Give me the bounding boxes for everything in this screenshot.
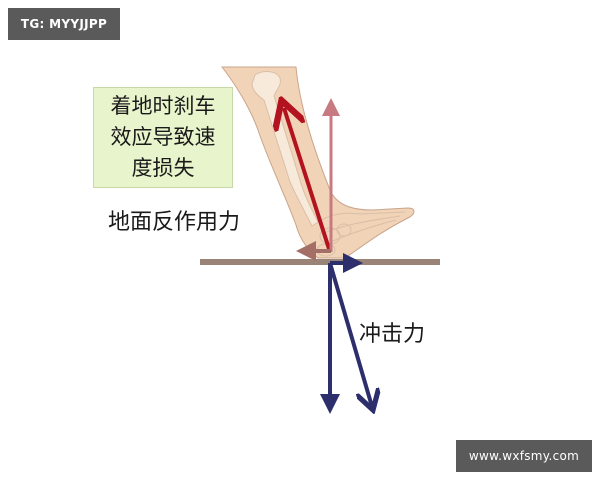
watermark-bottom-right: www.wxfsmy.com <box>456 440 592 472</box>
impact-force-label: 冲击力 <box>359 322 426 347</box>
callout-line-3: 度损失 <box>131 156 195 180</box>
ground-reaction-force-label: 地面反作用力 <box>108 210 241 235</box>
watermark-top-left: TG: MYYJJPP <box>8 8 120 40</box>
braking-effect-callout: 着地时刹车 效应导致速 度损失 <box>93 87 233 188</box>
angled-impact-arrow <box>328 262 373 410</box>
callout-line-2: 效应导致速 <box>110 125 216 149</box>
leg-illustration <box>220 66 415 259</box>
callout-line-1: 着地时刹车 <box>110 94 216 118</box>
leg-axis-force-arrow <box>284 108 332 253</box>
